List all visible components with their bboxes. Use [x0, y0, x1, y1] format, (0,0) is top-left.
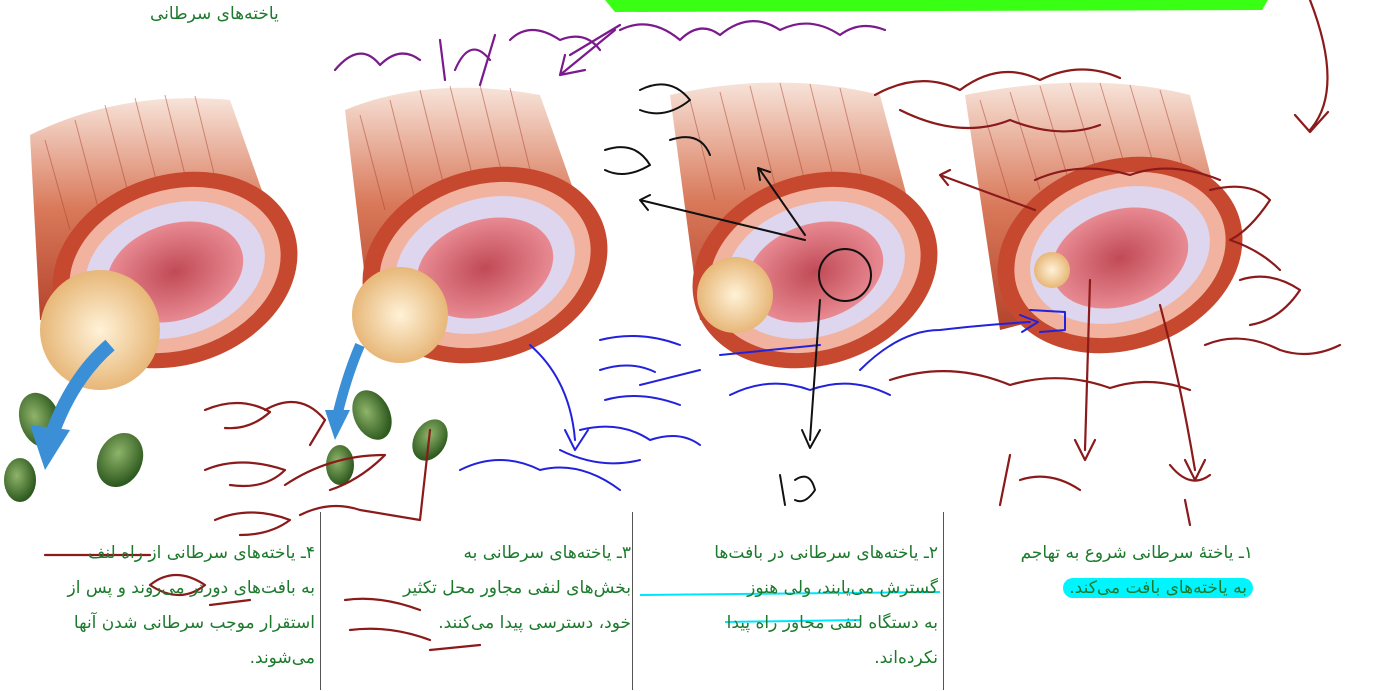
caption-line: ۲ـ یاخته‌های سرطانی در بافت‌ها — [714, 536, 938, 571]
divider — [320, 512, 321, 690]
caption-line: ۳ـ یاخته‌های سرطانی به — [403, 536, 631, 571]
annotations-purple — [335, 21, 885, 85]
caption-line: خود، دسترسی پیدا می‌کنند. — [403, 606, 631, 641]
caption-stage-2: ۲ـ یاخته‌های سرطانی در بافت‌ها گسترش می‌… — [714, 536, 938, 676]
divider — [943, 512, 944, 690]
caption-line: گسترش می‌یابند، ولی هنوز — [714, 571, 938, 606]
caption-stage-3: ۳ـ یاخته‌های سرطانی به بخش‌های لنفی مجاو… — [403, 536, 631, 641]
lymph-node-icon — [345, 384, 400, 446]
divider — [632, 512, 633, 690]
tissue-stage-4 — [4, 95, 323, 502]
caption-line: می‌شوند. — [68, 641, 315, 676]
caption-line: نکرده‌اند. — [714, 641, 938, 676]
caption-line: به یاخته‌های بافت می‌کند. — [1021, 571, 1253, 606]
tissue-stage-2 — [667, 83, 963, 399]
caption-line: به دستگاه لنفی مجاور راه پیدا — [714, 606, 938, 641]
green-highlight — [605, 0, 1268, 12]
arrow-icon — [30, 425, 70, 470]
caption-line: ۴ـ یاخته‌های سرطانی از راه لنف — [68, 536, 315, 571]
caption-line: بخش‌های لنفی مجاور محل تکثیر — [403, 571, 631, 606]
caption-line: استقرار موجب سرطانی شدن آنها — [68, 606, 315, 641]
tissue-stage-3 — [325, 85, 633, 485]
caption-line: ۱ـ یاختهٔ سرطانی شروع به تهاجم — [1021, 536, 1253, 571]
caption-stage-4: ۴ـ یاخته‌های سرطانی از راه لنف به بافت‌ه… — [68, 536, 315, 676]
caption-line: به بافت‌های دورتر می‌روند و پس از — [68, 571, 315, 606]
caption-stage-1: ۱ـ یاختهٔ سرطانی شروع به تهاجم به یاخته‌… — [1021, 536, 1253, 606]
